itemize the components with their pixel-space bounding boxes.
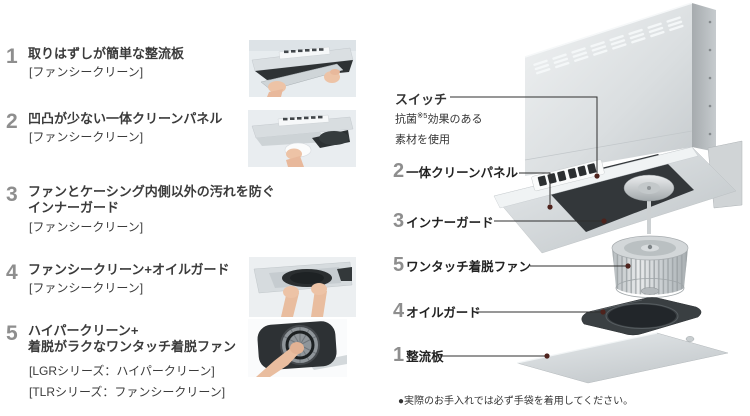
part-label-fan: 5 ワンタッチ着脱ファン xyxy=(393,255,531,275)
part-name: オイルガード xyxy=(406,306,481,320)
part-number: 4 xyxy=(393,300,405,322)
feature-title: ファンシークリーン+オイルガード xyxy=(28,262,230,277)
oil-guard xyxy=(581,297,702,336)
part-name: 一体クリーンパネル xyxy=(406,166,519,180)
baffle-plate xyxy=(516,332,729,384)
part-name: ワンタッチ着脱ファン xyxy=(406,260,532,274)
switch-note-line2: 素材を使用 xyxy=(395,133,450,146)
photo-fan-removal xyxy=(248,319,347,377)
baffle-knob xyxy=(685,336,695,342)
feature-series: [ファンシークリーン] xyxy=(29,220,144,234)
photo-panel-wipe-art xyxy=(248,110,356,167)
part-label-inner-guard: 3 インナーガード xyxy=(393,211,494,231)
part-label-oil-guard: 4 オイルガード xyxy=(393,301,481,321)
leader-switch xyxy=(450,96,598,173)
feature-series-tlr: [TLRシリーズ：ファンシークリーン] xyxy=(29,385,226,399)
feature-number: 2 xyxy=(6,110,18,133)
switch-note-p1: 抗菌 xyxy=(395,113,417,126)
photo-baffle-removal xyxy=(249,40,356,97)
photo-fan-removal-art xyxy=(248,319,347,377)
feature-title: 凹凸が少ない一体クリーンパネル xyxy=(28,111,223,126)
feature-title: ファンとケーシング内側以外の汚れを防ぐ xyxy=(28,184,275,199)
switch-label: スイッチ xyxy=(395,92,448,107)
switch-note-sup: ※5 xyxy=(417,111,428,120)
part-label-panel: 2 一体クリーンパネル xyxy=(393,161,518,181)
feature-title: 取りはずしが簡単な整流板 xyxy=(28,46,185,61)
part-number: 1 xyxy=(393,344,405,366)
leader-panel xyxy=(519,172,551,204)
photo-oilguard-attach xyxy=(249,257,356,317)
feature-number: 5 xyxy=(6,322,18,345)
hood-body xyxy=(524,2,743,209)
leader-dots xyxy=(544,173,631,359)
switch-note: 抗菌※5効果のある 素材を使用 xyxy=(395,106,482,150)
exploded-diagram xyxy=(440,2,743,384)
feature-item-4: 4 ファンシークリーン+オイルガード [ファンシークリーン] xyxy=(6,262,230,296)
switch-note-p2: 効果のある xyxy=(427,113,483,126)
feature-series: [ファンシークリーン] xyxy=(29,65,144,79)
photo-oilguard-attach-art xyxy=(249,257,356,317)
note-text: ●実際のお手入れでは必ず手袋を着用してください。 xyxy=(398,396,634,407)
part-name: 整流板 xyxy=(406,350,444,364)
feature-item-5: 5 ハイパークリーン+ 着脱がラクなワンタッチ着脱ファン [LGRシリーズ：ハイ… xyxy=(6,323,236,400)
feature-title: ハイパークリーン+ xyxy=(28,323,139,338)
feature-item-2: 2 凹凸が少ない一体クリーンパネル [ファンシークリーン] xyxy=(6,111,222,145)
part-label-baffle: 1 整流板 xyxy=(393,345,444,365)
feature-series: [ファンシークリーン] xyxy=(29,281,144,295)
one-touch-fan xyxy=(611,235,689,298)
feature-item-3: 3 ファンとケーシング内側以外の汚れを防ぐ インナーガード [ファンシークリーン… xyxy=(6,184,275,235)
feature-title-line2: インナーガード xyxy=(28,200,120,215)
part-number: 2 xyxy=(393,160,405,182)
fan-casing-dark xyxy=(540,154,694,232)
part-number: 3 xyxy=(393,210,405,232)
feature-number: 1 xyxy=(6,45,18,68)
feature-number: 4 xyxy=(6,261,18,284)
photo-panel-wipe xyxy=(248,110,356,167)
feature-series-lgr: [LGRシリーズ：ハイパークリーン] xyxy=(29,364,215,378)
feature-series: [ファンシークリーン] xyxy=(29,130,144,144)
feature-item-1: 1 取りはずしが簡単な整流板 [ファンシークリーン] xyxy=(6,46,184,80)
photo-baffle-removal-art xyxy=(249,40,356,97)
motor-spindle xyxy=(647,196,651,234)
leader-lines xyxy=(440,96,626,357)
feature-title-line2: 着脱がラクなワンタッチ着脱ファン xyxy=(28,339,237,354)
part-number: 5 xyxy=(393,254,405,276)
feature-number: 3 xyxy=(6,183,18,206)
part-name: インナーガード xyxy=(406,216,494,230)
